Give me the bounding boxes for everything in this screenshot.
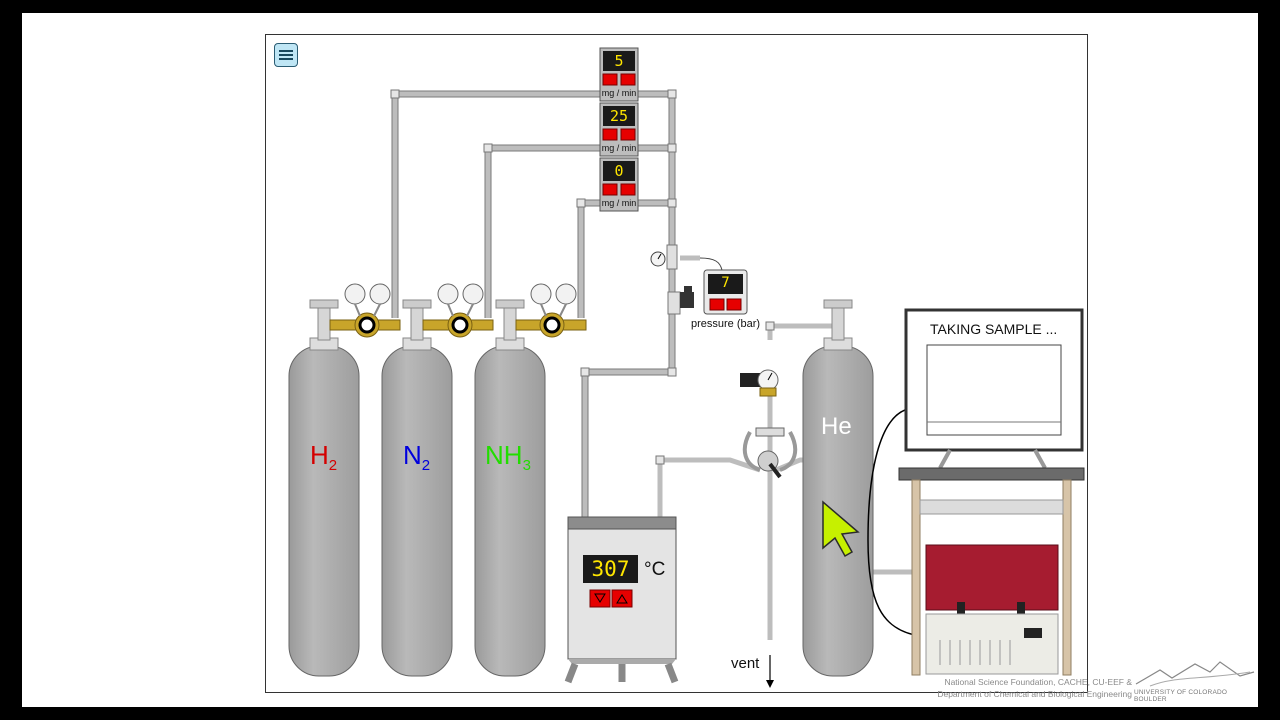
sampling-valve[interactable] [742, 427, 798, 479]
mfc-1-down-button[interactable] [602, 73, 618, 86]
mfc-1-up-button[interactable] [620, 73, 636, 86]
regulator-h2[interactable] [329, 283, 401, 338]
mfc-2-display: 25 [609, 107, 629, 125]
subscript: 3 [522, 457, 531, 474]
mfc-3-unit: mg / min [601, 198, 637, 208]
mfc-2-unit: mg / min [601, 143, 637, 153]
subscript: 2 [421, 457, 431, 474]
pressure-display: 7 [721, 275, 730, 291]
mfc-2-up-button[interactable] [620, 128, 636, 141]
vent-label: vent [731, 655, 760, 672]
formula: NH [485, 440, 523, 470]
he-regulator[interactable] [740, 369, 779, 397]
tank-label-h2: H2 [310, 440, 337, 474]
tank-h2 [288, 299, 360, 677]
tank-label-he: He [821, 413, 852, 441]
mfc-1-display: 5 [614, 52, 624, 70]
mouse-cursor-icon [822, 500, 860, 558]
tank-label-n2: N2 [403, 440, 430, 474]
pressure-label: pressure (bar) [691, 318, 761, 330]
mfc-3-down-button[interactable] [602, 183, 618, 196]
gas-chromatograph [867, 308, 1085, 676]
university-name: UNIVERSITY OF COLORADO BOULDER [1134, 689, 1228, 703]
credits: National Science Foundation, CACHE, CU-E… [900, 676, 1132, 700]
reactor-furnace [564, 516, 679, 684]
reactor-temperature-unit: °C [644, 559, 666, 580]
tank-label-nh3: NH3 [485, 440, 531, 474]
monitor-status-text: TAKING SAMPLE ... [930, 321, 1058, 337]
reactor-temperature-display: 307 [591, 557, 630, 581]
pressure-up-button[interactable] [726, 298, 742, 311]
mfc-3-display: 0 [614, 162, 624, 180]
regulator-n2[interactable] [422, 283, 494, 338]
mass-flow-controller-3[interactable] [599, 157, 639, 212]
tank-n2 [381, 299, 453, 677]
credit-line-1: National Science Foundation, CACHE, CU-E… [944, 677, 1132, 687]
formula: N [403, 440, 422, 470]
mfc-1-unit: mg / min [601, 88, 637, 98]
hamburger-menu-icon [279, 50, 293, 60]
back-pressure-valve[interactable] [667, 286, 694, 315]
mfc-3-up-button[interactable] [620, 183, 636, 196]
reactor-temp-down-button[interactable] [589, 589, 611, 608]
tank-nh3 [474, 299, 546, 677]
cu-boulder-logo [1135, 661, 1255, 687]
credit-line-2: Department of Chemical and Biological En… [937, 689, 1132, 699]
reactor-temp-up-button[interactable] [611, 589, 633, 608]
formula: He [821, 413, 852, 440]
mass-flow-controller-2[interactable] [599, 102, 639, 157]
pressure-controller[interactable] [703, 269, 748, 315]
pressure-gauge-icon [650, 244, 678, 270]
mass-flow-controller-1[interactable] [599, 47, 639, 102]
menu-button[interactable] [274, 43, 298, 67]
pressure-down-button[interactable] [709, 298, 725, 311]
formula: H [310, 440, 329, 470]
mfc-2-down-button[interactable] [602, 128, 618, 141]
subscript: 2 [328, 457, 338, 474]
tank-he [802, 299, 874, 677]
regulator-nh3[interactable] [515, 283, 587, 338]
